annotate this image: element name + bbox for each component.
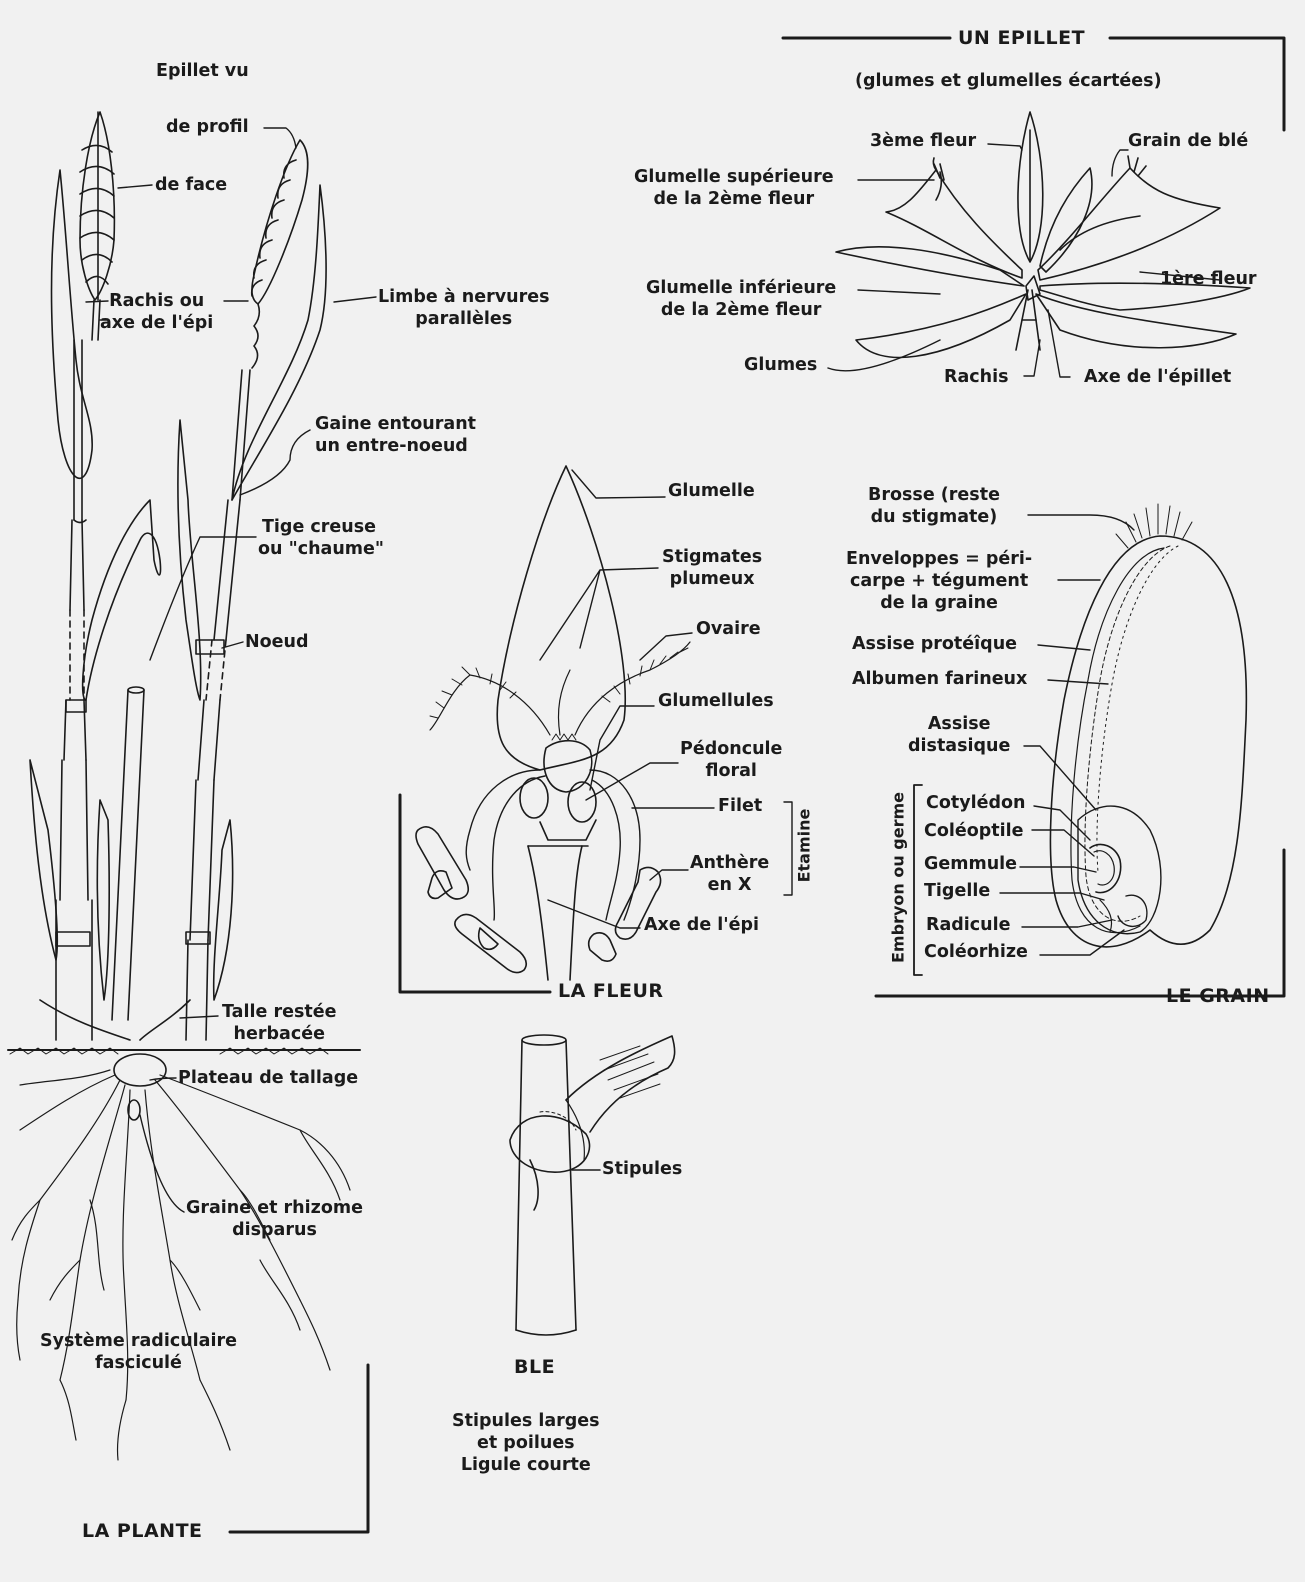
subtitle-epillet: (glumes et glumelles écartées) [855,70,1162,92]
title-le-grain: LE GRAIN [1166,985,1270,1007]
label-gemmule: Gemmule [924,853,1017,875]
title-la-plante: LA PLANTE [82,1520,203,1542]
label-coleorhize: Coléorhize [924,941,1028,963]
flower-drawing [416,466,792,980]
label-radicule: Radicule [926,914,1011,936]
label-cotyledon: Cotylédon [926,792,1026,814]
label-stipules: Stipules [602,1158,682,1180]
stem-detail-drawing [510,1035,675,1335]
label-assise-proteique: Assise protéîque [852,633,1017,655]
label-noeud: Noeud [245,631,309,653]
label-etamine: Etamine [795,806,814,886]
title-la-fleur: LA FLEUR [558,980,664,1002]
label-troisieme-fleur: 3ème fleur [870,130,976,152]
label-grain-de-ble: Grain de blé [1128,130,1248,152]
ear-profile [252,140,308,368]
label-premiere-fleur: 1ère fleur [1160,268,1257,290]
title-un-epillet: UN EPILLET [958,27,1085,49]
label-albumen: Albumen farineux [852,668,1027,690]
spikelet-leaders [828,144,1220,377]
panel-frames [230,38,1284,1532]
label-rachis-epillet: Rachis [944,366,1009,388]
roots [12,1070,350,1460]
label-epillet-vu: Epillet vu [156,60,249,82]
label-glumellules: Glumellules [658,690,774,712]
label-axe-epi: Axe de l'épi [644,914,759,936]
label-coleoptile: Coléoptile [924,820,1024,842]
label-axe-epillet: Axe de l'épillet [1084,366,1231,388]
label-plateau-tallage: Plateau de tallage [178,1067,358,1089]
title-ble: BLE [514,1356,555,1378]
ear-face [80,112,114,300]
label-glumes: Glumes [744,354,817,376]
label-embryon: Embryon ou germe [889,788,908,968]
label-filet: Filet [718,795,762,817]
label-de-face: de face [155,174,227,196]
label-glumelle: Glumelle [668,480,755,502]
label-tigelle: Tigelle [924,880,990,902]
label-ovaire: Ovaire [696,618,761,640]
label-de-profil: de profil [166,116,249,138]
